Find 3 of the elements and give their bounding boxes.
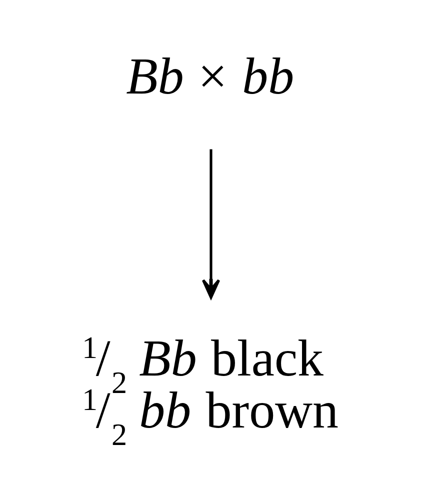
arrow (202, 149, 220, 299)
node-text: $^{1}$/$_{2}$ Bb black $^{1}$/$_{2}$ bb brown (82, 330, 339, 452)
node-text: Bb × bb (126, 48, 294, 106)
